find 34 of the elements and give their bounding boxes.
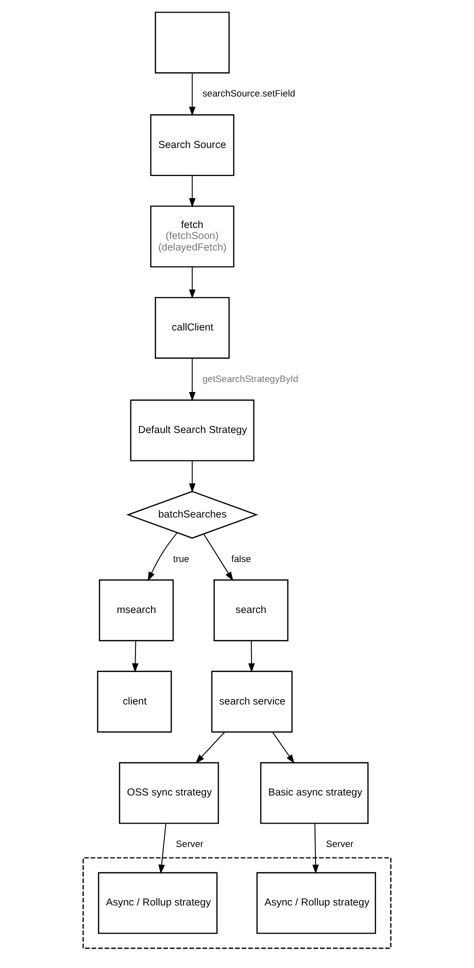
arrow xyxy=(188,72,196,116)
arrow xyxy=(188,358,196,402)
node-box: Async / Rollup strategy xyxy=(98,872,218,934)
edge-label: true xyxy=(173,554,190,564)
arrow xyxy=(188,175,196,208)
node-box: OSS sync strategy xyxy=(118,762,219,824)
arrow xyxy=(248,640,255,673)
arrow xyxy=(158,823,166,874)
arrow xyxy=(148,532,178,582)
arrow xyxy=(132,640,138,673)
node-box: Search Source xyxy=(150,114,234,176)
node-box: Basic async strategy xyxy=(260,762,369,824)
edge-label: Server xyxy=(326,839,354,850)
node-box xyxy=(154,12,230,74)
arrow xyxy=(195,732,225,764)
node-box: fetch (fetchSoon) (delayedFetch) xyxy=(150,206,234,268)
node-box: Default Search Strategy xyxy=(130,400,254,462)
edge-label: false xyxy=(231,554,252,564)
node-diamond: batchSearches xyxy=(126,490,258,539)
node-box: client xyxy=(97,670,172,733)
cluster xyxy=(82,857,392,949)
arrow xyxy=(272,732,295,764)
arrow xyxy=(203,534,234,582)
arrow xyxy=(188,266,196,299)
edge-label: getSearchStrategyById xyxy=(202,374,298,384)
node-box: Async / Rollup strategy xyxy=(256,872,376,934)
edge-label: Server xyxy=(176,839,204,850)
node-box: callClient xyxy=(154,296,230,359)
edge-label: searchSource.setField xyxy=(202,88,296,99)
node-box: search service xyxy=(211,670,293,733)
node-box: search xyxy=(214,579,288,642)
arrow xyxy=(188,460,196,493)
arrow xyxy=(312,823,319,874)
node-box: msearch xyxy=(98,579,174,642)
